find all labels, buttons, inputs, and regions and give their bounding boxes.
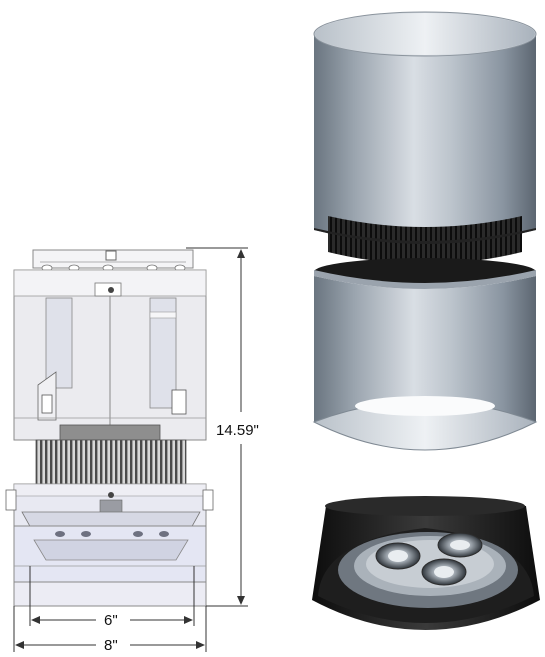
top-cap [105, 250, 117, 261]
mounting-clip-left [5, 489, 17, 511]
led-lens-cluster [375, 532, 483, 586]
height-dimension [186, 247, 248, 607]
inner-width-dimension-label: 6" [104, 612, 118, 629]
outer-width-dimension-label: 8" [104, 637, 118, 654]
rendered-luminaire-black-bottom-view [312, 496, 540, 630]
inner-width-dimension [29, 566, 195, 626]
rendered-luminaire-silver [312, 11, 538, 451]
heatsink-band [328, 216, 522, 264]
trim-ring [13, 581, 207, 607]
outer-width-dimension [13, 606, 207, 652]
ground-screw [108, 287, 114, 293]
mounting-clip-right [202, 489, 214, 511]
line-drawing-side-view: 14.59" 6" 8" [5, 247, 259, 654]
height-dimension-label: 14.59" [216, 422, 259, 439]
heatsink-mount-plate [59, 424, 161, 441]
heatsink-fins [35, 439, 187, 485]
upper-cylinder [314, 34, 536, 244]
junction-box [94, 282, 122, 297]
left-driver [45, 297, 73, 389]
